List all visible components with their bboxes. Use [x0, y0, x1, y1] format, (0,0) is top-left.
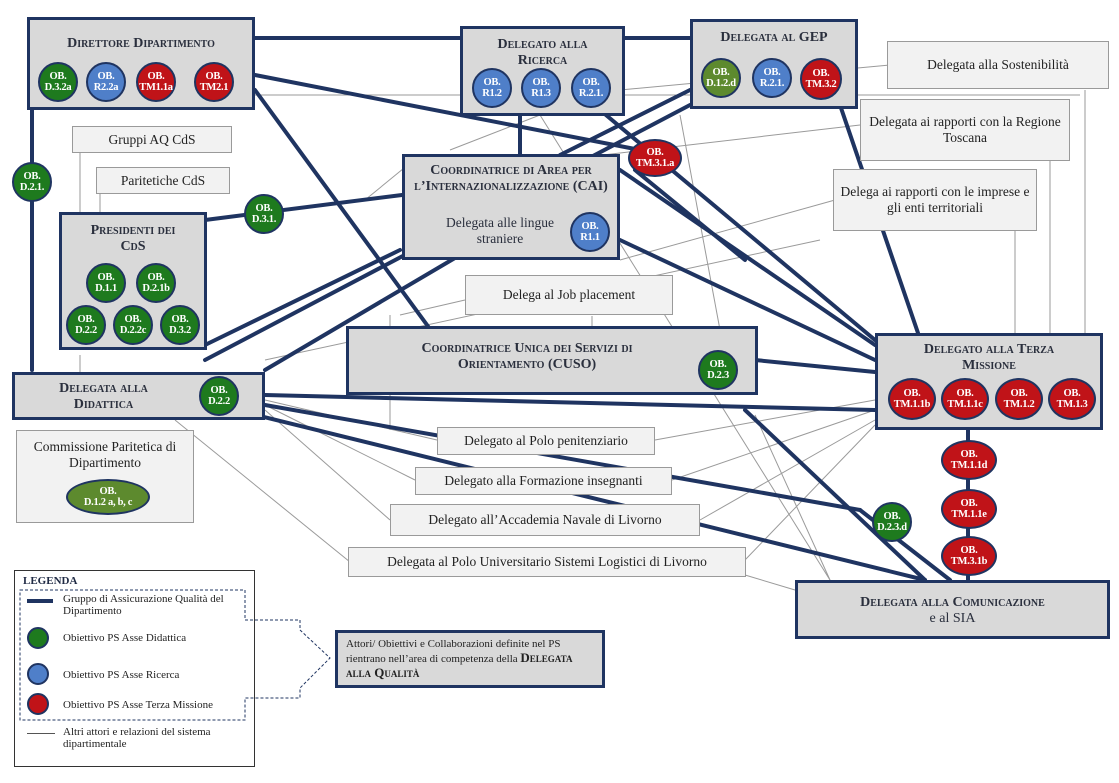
job-placement-box: Delega al Job placement — [465, 275, 673, 315]
legend-didattica-label: Obiettivo PS Asse Didattica — [63, 632, 187, 644]
paritetiche-label: Paritetiche CdS — [120, 172, 206, 188]
ob-r22a-circle: OB.R2.2a — [86, 62, 126, 102]
ob-d32-circle: OB.D.3.2 — [160, 305, 200, 345]
terza-title: Delegato alla Terza Missione — [923, 342, 1055, 373]
ob-tm11c-circle: OB.TM.1.1c — [941, 378, 989, 420]
delega-imprese-box: Delega ai rapporti con le imprese e gli … — [833, 169, 1037, 231]
comunicazione-sub: e al SIA — [929, 611, 976, 626]
polo-logistici-label: Delegata al Polo Universitario Sistemi L… — [387, 554, 707, 569]
ob-gep-r21-circle: OB.R.2.1. — [752, 58, 792, 98]
ob-tm12-circle: OB.TM.1.2 — [995, 378, 1043, 420]
commissione-title: Commissione Paritetica di Dipartimento — [33, 439, 177, 470]
gruppi-aq-label: Gruppi AQ CdS — [108, 131, 196, 147]
legend: LEGENDA Gruppo di Assicurazione Qualità … — [14, 570, 255, 767]
gruppi-aq-box: Gruppi AQ CdS — [72, 126, 232, 153]
ob-tm11a-circle: OB.TM1.1a — [136, 62, 176, 102]
ob-d23d-circle: OB.D.2.3.d — [872, 502, 912, 542]
cuso-box: Coordinatrice Unica dei Servizi di Orien… — [346, 326, 758, 395]
ob-pres-d22-circle: OB.D.2.2 — [66, 305, 106, 345]
didattica-title: Delegata alla Didattica — [59, 381, 148, 412]
regione-label: Delegata ai rapporti con la Regione Tosc… — [869, 114, 1061, 145]
accademia-label: Delegato all’Accademia Navale di Livorno — [428, 512, 662, 527]
legend-altri-label: Altri attori e relazioni del sistema dip… — [63, 726, 211, 750]
ob-r12-circle: OB.R1.2 — [472, 68, 512, 108]
ob-tm11e-circle: OB.TM.1.1e — [941, 489, 997, 529]
ob-tm21-circle: OB.TM2.1 — [194, 62, 234, 102]
cai-sub: Delegata alle lingue straniere — [446, 215, 554, 246]
gep-title: Delegata al GEP — [720, 30, 828, 45]
qualita-strong: Delegata alla Qualità — [346, 650, 573, 680]
ob-tm13-circle: OB.TM.1.3 — [1048, 378, 1096, 420]
ob-tm31b-circle: OB.TM.3.1b — [941, 536, 997, 576]
legend-terza-dot — [27, 693, 49, 715]
delegata-sostenibilita-box: Delegata alla Sostenibilità — [887, 41, 1109, 89]
ob-r21-circle: OB.R.2.1. — [571, 68, 611, 108]
ob-d21-circle: OB.D.2.1. — [12, 162, 52, 202]
comunicazione-title: Delegata alla Comunicazione — [860, 595, 1045, 610]
ob-did-d22-circle: OB.D.2.2 — [199, 376, 239, 416]
sostenibilita-label: Delegata alla Sostenibilità — [927, 57, 1069, 72]
ob-r13-circle: OB.R1.3 — [521, 68, 561, 108]
ob-r11-circle: OB.R1.1 — [570, 212, 610, 252]
presidenti-title: Presidenti dei CdS — [90, 223, 176, 254]
delegata-qualita-box: Attori/ Obiettivi e Collaborazioni defin… — [335, 630, 605, 688]
cuso-title: Coordinatrice Unica dei Servizi di Orien… — [421, 341, 633, 372]
ob-d22c-circle: OB.D.2.2c — [113, 305, 153, 345]
ob-d21b-circle: OB.D.2.1b — [136, 263, 176, 303]
ob-tm11d-circle: OB.TM.1.1d — [941, 440, 997, 480]
ob-tm32-circle: OB.TM.3.2 — [800, 58, 842, 100]
ob-d31-circle: OB.D.3.1. — [244, 194, 284, 234]
ob-d11-circle: OB.D.1.1 — [86, 263, 126, 303]
formazione-insegnanti-box: Delegato alla Formazione insegnanti — [415, 467, 672, 495]
legend-altri-line — [27, 733, 55, 734]
legend-title: LEGENDA — [23, 575, 78, 587]
legend-ricerca-label: Obiettivo PS Asse Ricerca — [63, 669, 180, 681]
legend-aq-label: Gruppo di Assicurazione Qualità del Dipa… — [63, 593, 224, 617]
ob-d12d-circle: OB.D.1.2.d — [701, 58, 741, 98]
ob-tm11b-circle: OB.TM.1.1b — [888, 378, 936, 420]
formazione-label: Delegato alla Formazione insegnanti — [444, 473, 643, 488]
delegata-comunicazione-box: Delegata alla Comunicazione e al SIA — [795, 580, 1110, 639]
accademia-navale-box: Delegato all’Accademia Navale di Livorno — [390, 504, 700, 536]
polo-logistici-box: Delegata al Polo Universitario Sistemi L… — [348, 547, 746, 577]
legend-didattica-dot — [27, 627, 49, 649]
ob-d23-circle: OB.D.2.3 — [698, 350, 738, 390]
legend-terza-label: Obiettivo PS Asse Terza Missione — [63, 699, 213, 711]
job-label: Delega al Job placement — [502, 287, 636, 302]
legend-ricerca-dot — [27, 663, 49, 685]
delegata-regione-box: Delegata ai rapporti con la Regione Tosc… — [860, 99, 1070, 161]
penitenziario-label: Delegato al Polo penitenziario — [464, 433, 628, 448]
ob-d32a-circle: OB.D.3.2a — [38, 62, 78, 102]
direttore-title: Direttore Dipartimento — [67, 36, 215, 51]
paritetiche-box: Paritetiche CdS — [96, 167, 230, 194]
ricerca-title: Delegato alla Ricerca — [497, 37, 588, 68]
cai-title: Coordinatrice di Area per l’Internaziona… — [414, 163, 608, 194]
qualita-text: Attori/ Obiettivi e Collaborazioni defin… — [346, 638, 561, 665]
ob-d12abc-circle: OB.D.1.2 a, b, c — [66, 479, 150, 515]
legend-aq-line — [27, 599, 53, 603]
polo-penitenziario-box: Delegato al Polo penitenziario — [437, 427, 655, 455]
imprese-label: Delega ai rapporti con le imprese e gli … — [840, 184, 1030, 215]
ob-tm31a-circle: OB.TM.3.1.a — [628, 139, 682, 177]
